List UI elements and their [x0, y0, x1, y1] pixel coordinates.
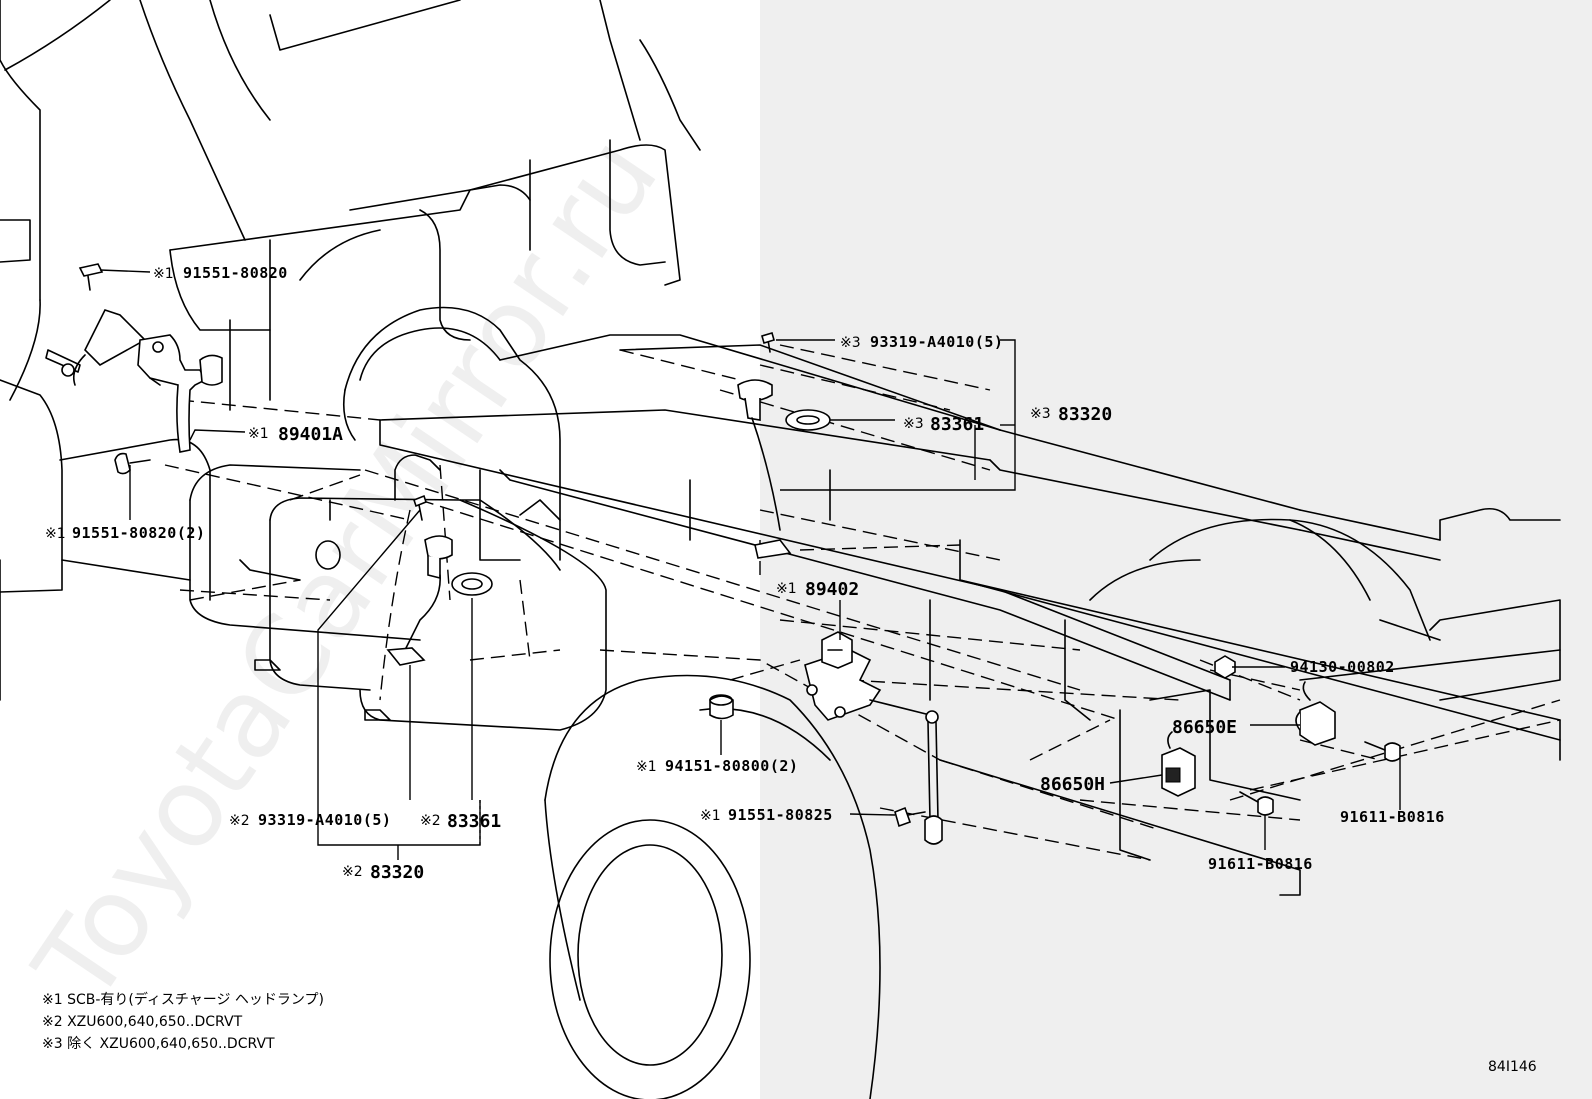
svg-text:86650E: 86650E: [1172, 717, 1237, 738]
callout-83320-xzu: ※2 83320: [342, 862, 424, 883]
svg-text:91611-B0816: 91611-B0816: [1340, 808, 1445, 826]
rear-wheels: [1064, 518, 1431, 721]
footnotes: ※1 SCB-有り(ディスチャージ ヘッドランプ) ※2 XZU600,640,…: [42, 991, 324, 1052]
svg-text:91551-80820(2): 91551-80820(2): [72, 524, 205, 542]
callout-83320: ※3 83320: [1030, 404, 1112, 425]
svg-text:91611-B0816: 91611-B0816: [1208, 855, 1313, 873]
svg-text:※1: ※1: [700, 808, 721, 824]
bolt-91551-80825: [894, 806, 926, 828]
callout-83361-xzu: ※2 83361: [420, 811, 501, 832]
svg-text:※3: ※3: [1030, 406, 1051, 422]
svg-text:86650H: 86650H: [1040, 774, 1105, 795]
svg-text:93319-A4010(5): 93319-A4010(5): [258, 811, 391, 829]
svg-text:83361: 83361: [930, 414, 984, 435]
nut-94130-00802: [1214, 655, 1236, 679]
callout-89402: ※1 89402: [776, 579, 859, 600]
note-1: ※1 SCB-有り(ディスチャージ ヘッドランプ): [42, 991, 324, 1008]
truck-cab: [0, 0, 461, 701]
svg-text:91551-80820: 91551-80820: [183, 264, 288, 282]
gasket-83361: [785, 409, 831, 431]
svg-text:※1: ※1: [153, 266, 174, 282]
svg-text:83320: 83320: [370, 862, 424, 883]
cab-back-panel: [169, 0, 701, 411]
svg-text:83361: 83361: [447, 811, 501, 832]
callout-86650h: 86650H: [1040, 774, 1105, 795]
leader-lines: [99, 269, 1401, 860]
callout-91611-b0816-lower: 91611-B0816: [1208, 855, 1313, 873]
bolt-91551-80820-lower: [114, 452, 151, 475]
fuel-sender-83320: [737, 332, 792, 559]
callout-83361: ※3 83361: [903, 414, 984, 435]
svg-text:※1: ※1: [45, 526, 66, 542]
callout-93319-a4010-5: ※3 93319-A4010(5): [840, 333, 1003, 351]
svg-text:※1: ※1: [248, 426, 269, 442]
callout-94130-00802: 94130-00802: [1290, 658, 1395, 676]
callout-93319-a4010-5-xzu: ※2 93319-A4010(5): [229, 811, 391, 829]
svg-text:83320: 83320: [1058, 404, 1112, 425]
svg-text:※2: ※2: [420, 813, 441, 829]
callout-94151-80800-2: ※1 94151-80800(2): [636, 757, 798, 775]
callout-91611-b0816-right: 91611-B0816: [1340, 808, 1445, 826]
front-tire: [544, 674, 881, 1099]
svg-text:※1: ※1: [776, 581, 797, 597]
rear-height-sensor-89402: [804, 631, 943, 845]
bolt-91611-b0816-lower: [1239, 791, 1274, 816]
svg-text:94151-80800(2): 94151-80800(2): [665, 757, 798, 775]
front-fender: [342, 306, 561, 521]
note-3: ※3 除く XZU600,640,650..DCRVT: [42, 1036, 275, 1052]
callout-91551-80825: ※1 91551-80825: [700, 806, 833, 824]
nut-94151-80800: [709, 694, 734, 720]
note-2: ※2 XZU600,640,650..DCRVT: [42, 1014, 243, 1030]
svg-text:93319-A4010(5): 93319-A4010(5): [870, 333, 1003, 351]
bolt-91551-80820-top: [78, 263, 104, 291]
svg-text:89402: 89402: [805, 579, 859, 600]
front-height-sensor-89401a: [45, 309, 223, 453]
sensor-86650e: [1295, 681, 1336, 746]
svg-text:※3: ※3: [840, 335, 861, 351]
watermark: ToyotaCarMirror.ru: [10, 114, 683, 1025]
sensor-86650h: [1161, 731, 1196, 797]
diagram-code: 84I146: [1488, 1059, 1537, 1075]
svg-text:※2: ※2: [229, 813, 250, 829]
svg-text:※3: ※3: [903, 416, 924, 432]
svg-text:91551-80825: 91551-80825: [728, 806, 833, 824]
callout-86650e: 86650E: [1172, 717, 1237, 738]
callout-91551-80820-2: ※1 91551-80820(2): [45, 524, 205, 542]
svg-text:94130-00802: 94130-00802: [1290, 658, 1395, 676]
svg-text:※1: ※1: [636, 759, 657, 775]
callout-89401a: ※1 89401A: [248, 424, 343, 445]
fuel-sender-83320-xzu: [386, 494, 453, 666]
svg-text:89401A: 89401A: [278, 424, 343, 445]
callout-91551-80820-top: ※1 91551-80820: [153, 264, 288, 282]
right-shaded-panel: [760, 0, 1592, 1099]
gasket-83361-xzu: [451, 572, 493, 596]
svg-text:※2: ※2: [342, 864, 363, 880]
